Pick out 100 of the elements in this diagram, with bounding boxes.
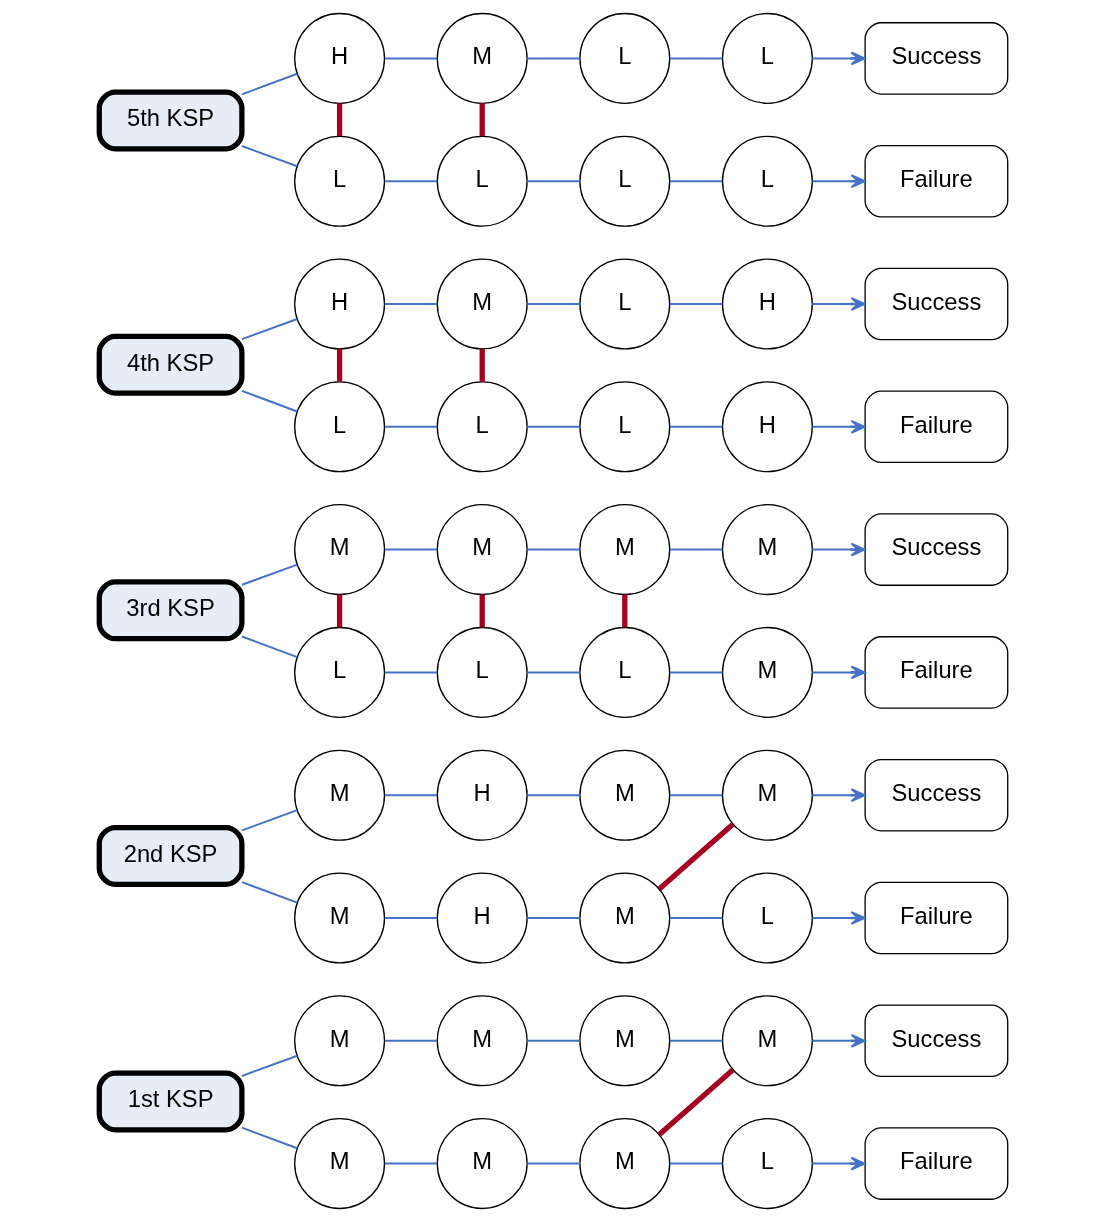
node-circle: L [436, 626, 528, 718]
connector [526, 548, 581, 551]
node-box: Failure [864, 636, 1009, 709]
arrow [811, 788, 866, 803]
connector [383, 425, 439, 428]
node-circle: L [579, 381, 671, 473]
arrow [811, 297, 866, 311]
node-circle: M [436, 1118, 528, 1210]
connector [669, 1162, 724, 1165]
node-circle: H [294, 12, 386, 104]
arrow [811, 1156, 866, 1171]
connector [241, 145, 299, 168]
connector [241, 1054, 299, 1077]
node-box: Success [864, 1004, 1009, 1078]
node-circle: L [579, 135, 671, 227]
node-circle: M [721, 749, 813, 841]
node-box: Success [864, 513, 1009, 586]
connector [669, 917, 724, 919]
connector [526, 180, 581, 183]
connector [657, 822, 735, 891]
node-box: 2nd KSP [96, 824, 245, 887]
node-circle: M [436, 12, 528, 104]
node-circle: L [579, 258, 671, 350]
node-circle: L [721, 1118, 813, 1210]
connector [383, 57, 439, 60]
connector [383, 180, 439, 183]
node-circle: M [294, 504, 386, 596]
connector [241, 809, 299, 832]
connector [241, 563, 299, 586]
connector [669, 794, 724, 797]
node-circle: H [721, 381, 813, 473]
arrow [811, 542, 866, 557]
node-circle: L [436, 381, 528, 473]
node-circle: M [436, 504, 528, 596]
arrow [811, 51, 866, 66]
connector [383, 303, 439, 305]
node-circle: L [436, 135, 528, 227]
node-circle: M [294, 749, 386, 841]
arrow [811, 665, 866, 680]
node-box: 4th KSP [96, 333, 245, 396]
connector [336, 348, 343, 382]
connector [669, 1039, 724, 1042]
node-circle: M [721, 626, 813, 718]
node-box: Failure [864, 881, 1009, 955]
node-box: Success [864, 267, 1009, 341]
node-box: Failure [864, 390, 1009, 464]
node-box: 1st KSP [96, 1070, 245, 1133]
connector [526, 425, 581, 428]
connector [383, 1162, 439, 1165]
node-circle: L [579, 626, 671, 718]
connector [383, 1039, 439, 1042]
node-circle: L [721, 135, 813, 227]
connector [669, 671, 724, 674]
node-circle: M [436, 258, 528, 350]
connector [526, 1039, 581, 1042]
connector [479, 348, 485, 382]
connector [479, 594, 485, 628]
connector [479, 103, 485, 137]
node-box: Failure [864, 1127, 1009, 1200]
connector [241, 635, 299, 659]
connector [669, 180, 724, 183]
connector [526, 917, 581, 919]
connector [669, 425, 724, 428]
connector [383, 794, 439, 797]
node-circle: M [721, 504, 813, 596]
connector [526, 671, 581, 674]
connector [241, 881, 299, 904]
node-circle: M [294, 872, 386, 964]
connector [622, 594, 628, 628]
connector [241, 318, 299, 341]
connector [669, 57, 724, 60]
arrow [811, 1033, 866, 1048]
arrow [811, 419, 866, 434]
node-circle: H [721, 258, 813, 350]
node-box: Failure [864, 144, 1009, 218]
node-circle: M [436, 995, 528, 1087]
node-circle: M [579, 504, 671, 596]
node-circle: M [294, 995, 386, 1087]
connector [526, 794, 581, 797]
node-box: 3rd KSP [96, 579, 245, 642]
connector [383, 671, 439, 674]
node-circle: L [294, 135, 386, 227]
connector [241, 389, 299, 413]
node-circle: M [579, 1118, 671, 1210]
connector [383, 548, 439, 551]
connector [526, 1162, 581, 1165]
connector [657, 1068, 735, 1137]
node-circle: M [579, 995, 671, 1087]
node-circle: M [579, 749, 671, 841]
connector [383, 917, 439, 919]
connector [241, 72, 299, 96]
connector [241, 1126, 299, 1150]
node-circle: H [436, 749, 528, 841]
node-box: 5th KSP [96, 89, 245, 152]
connector [526, 303, 581, 305]
arrow [811, 174, 866, 189]
connector [336, 594, 343, 628]
node-circle: H [294, 258, 386, 350]
node-circle: H [436, 872, 528, 964]
node-circle: L [294, 381, 386, 473]
